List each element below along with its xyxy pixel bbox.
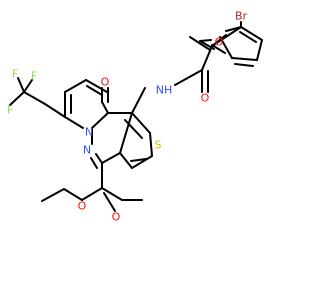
amide-nh-label: NH <box>156 84 173 97</box>
bond <box>103 192 116 212</box>
bond <box>234 63 254 67</box>
bond <box>101 187 123 201</box>
bond <box>201 45 213 71</box>
bond <box>189 36 211 51</box>
bond <box>174 69 203 86</box>
bond <box>44 103 66 118</box>
fluorine-label: F <box>12 68 18 81</box>
atom-labels: Br O O NH O S N N F F F O O <box>7 10 248 224</box>
bond <box>9 91 25 106</box>
bond <box>211 44 226 54</box>
bond <box>256 39 263 61</box>
bromine-atom-label: Br <box>235 10 248 23</box>
bond <box>86 85 103 96</box>
bond <box>149 132 153 157</box>
bond <box>81 187 103 201</box>
ring-nitrogen-label: N <box>83 144 91 157</box>
bond <box>131 112 151 134</box>
amide-oxygen-label: O <box>201 92 210 105</box>
bond <box>63 188 83 201</box>
ester-carbonyl-oxygen-label: O <box>112 211 121 224</box>
bond <box>91 112 109 129</box>
bond <box>85 79 108 93</box>
bond <box>23 79 33 93</box>
bond <box>240 26 263 41</box>
furan-oxygen-label: O <box>215 36 224 49</box>
bond <box>119 112 133 154</box>
bond <box>101 101 109 114</box>
bond <box>23 91 46 105</box>
bond <box>239 31 257 43</box>
bond <box>119 152 133 169</box>
bond <box>131 87 146 114</box>
bond <box>64 116 84 129</box>
thiophene-sulfur-label: S <box>155 139 162 152</box>
fluorine-label: F <box>31 70 37 83</box>
bond <box>101 152 121 164</box>
fluorine-label: F <box>7 104 13 117</box>
bond <box>41 188 65 202</box>
bond <box>124 119 143 139</box>
bond <box>231 57 258 61</box>
bonds <box>9 21 263 212</box>
bond <box>17 77 25 93</box>
molecule-structure-diagram: Br O O NH O S N N F F F O O <box>0 0 300 300</box>
ester-oxygen-label: O <box>78 200 87 213</box>
ring-nitrogen-label: N <box>85 126 93 139</box>
canvas-background <box>0 0 300 300</box>
bond <box>130 158 147 162</box>
keto-oxygen-label: O <box>101 76 110 89</box>
bond <box>95 153 103 164</box>
bond <box>131 155 153 169</box>
bond <box>199 39 212 42</box>
bond <box>211 26 242 47</box>
bond <box>64 79 87 93</box>
bond <box>90 157 98 169</box>
